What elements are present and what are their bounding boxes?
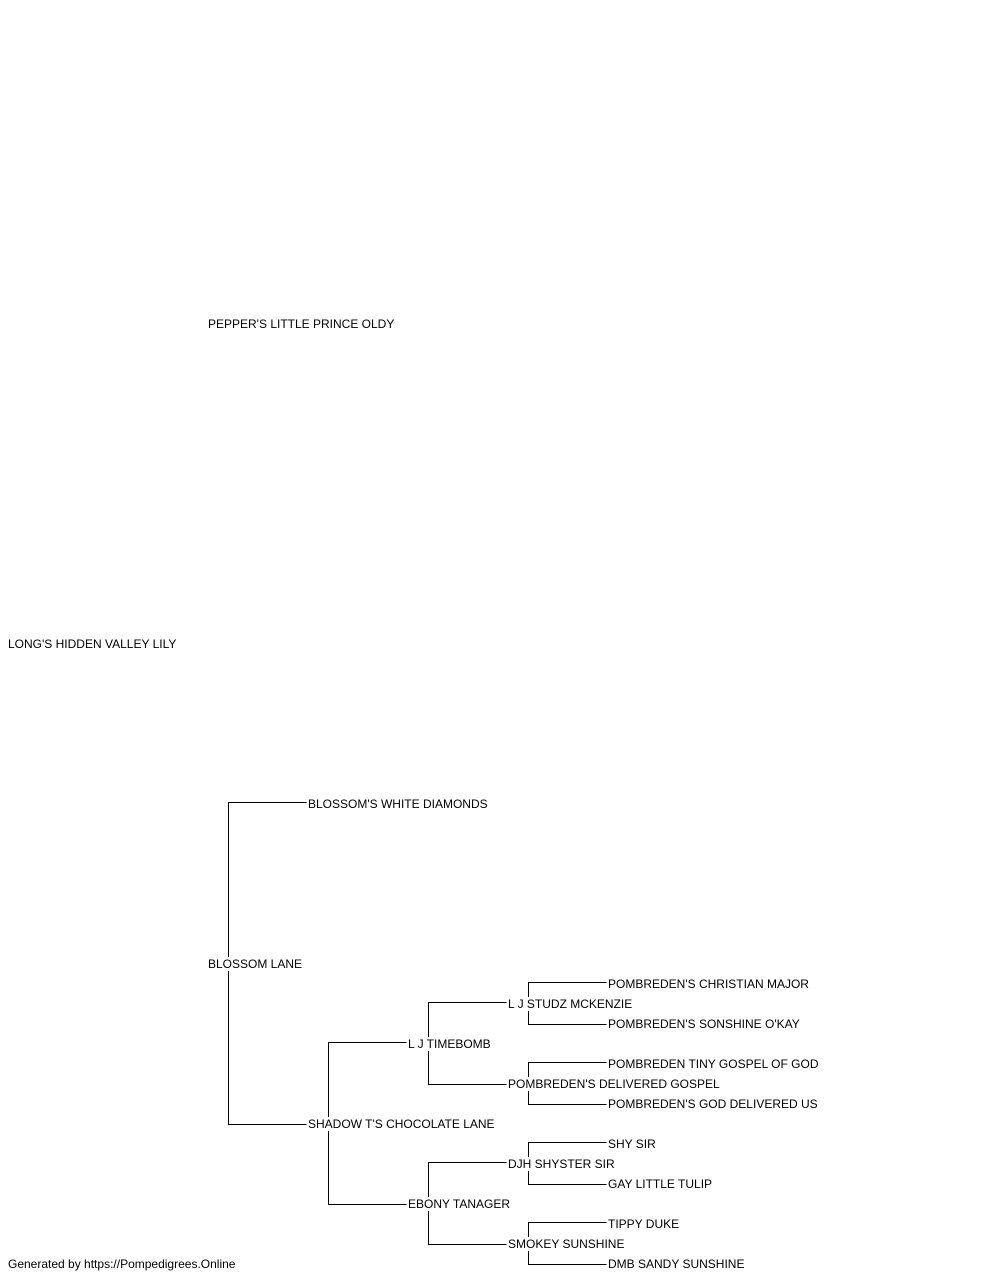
god-delivered-us-name: POMBREDEN'S GOD DELIVERED US [608, 1097, 820, 1111]
subject-name: LONG'S HIDDEN VALLEY LILY [8, 637, 179, 651]
dam-sire-name: BLOSSOM'S WHITE DIAMONDS [308, 797, 490, 811]
generated-by-footer: Generated by https://Pompedigrees.Online [8, 1257, 236, 1271]
sire-name: PEPPER'S LITTLE PRINCE OLDY [208, 317, 397, 331]
shyster-sir-name: DJH SHYSTER SIR [508, 1157, 617, 1171]
christian-major-name: POMBREDEN'S CHRISTIAN MAJOR [608, 977, 811, 991]
delivered-gospel-name: POMBREDEN'S DELIVERED GOSPEL [508, 1077, 722, 1091]
dam-dam-name: SHADOW T'S CHOCOLATE LANE [308, 1117, 497, 1131]
smokey-sunshine-name: SMOKEY SUNSHINE [508, 1237, 627, 1251]
dam-name: BLOSSOM LANE [208, 957, 305, 971]
sonshine-okay-name: POMBREDEN'S SONSHINE O'KAY [608, 1017, 802, 1031]
sandy-sunshine-name: DMB SANDY SUNSHINE [608, 1257, 747, 1271]
gay-little-tulip-name: GAY LITTLE TULIP [608, 1177, 715, 1191]
lj-timebomb-name: L J TIMEBOMB [408, 1037, 493, 1051]
shy-sir-name: SHY SIR [608, 1137, 658, 1151]
tippy-duke-name: TIPPY DUKE [608, 1217, 682, 1231]
tiny-gospel-name: POMBREDEN TINY GOSPEL OF GOD [608, 1057, 821, 1071]
ebony-tanager-name: EBONY TANAGER [408, 1197, 513, 1211]
studz-mckenzie-name: L J STUDZ MCKENZIE [508, 997, 635, 1011]
